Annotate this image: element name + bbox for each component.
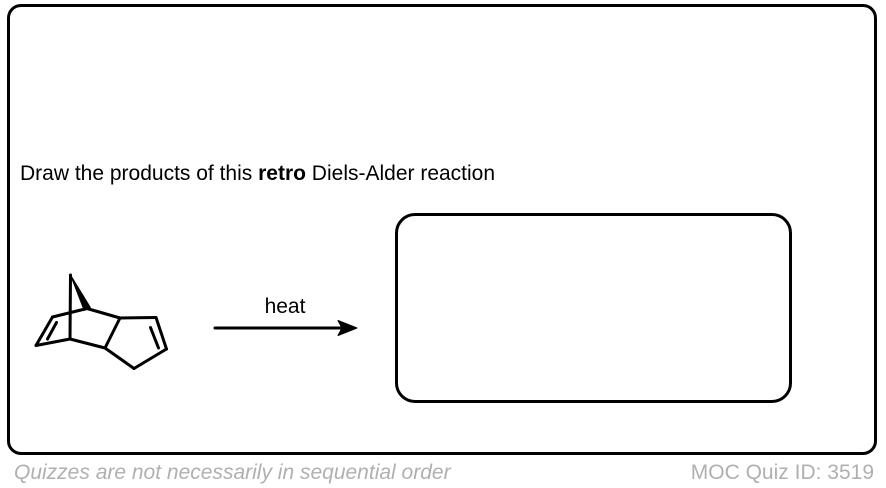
question-prompt-suffix: Diels-Alder reaction (305, 162, 496, 185)
bond-h-i (132, 347, 168, 370)
question-prompt-emphasis: retro (258, 162, 306, 185)
bond-bridge-wedge (70, 274, 91, 311)
bond-double-left-outer (34, 315, 54, 347)
bond-i-d (103, 346, 136, 370)
bond-double-right-inner (149, 326, 160, 350)
bond-bridge-back (68, 273, 72, 341)
bond-c-g (118, 316, 158, 320)
bond-b-d (68, 337, 107, 350)
bond-fusion-c-d (103, 316, 122, 350)
reaction-condition-label: heat (264, 295, 306, 318)
reactant-structure-dicyclopentadiene-icon (34, 273, 168, 370)
question-prompt-prefix: Draw the products of this (20, 162, 259, 185)
question-prompt: Draw the products of this retro Diels-Al… (20, 161, 495, 186)
bond-a-c (85, 307, 122, 320)
answer-box[interactable] (395, 213, 792, 403)
reaction-arrow-icon (213, 320, 358, 336)
bond-a-e (51, 307, 89, 319)
bond-double-right-outer (154, 316, 168, 351)
bond-f-b (34, 337, 72, 347)
reaction-arrow-head (337, 320, 358, 336)
bond-double-left-inner (46, 321, 58, 341)
footer-note: Quizzes are not necessarily in sequentia… (14, 461, 451, 484)
quiz-id-label: MOC Quiz ID: 3519 (690, 461, 874, 484)
